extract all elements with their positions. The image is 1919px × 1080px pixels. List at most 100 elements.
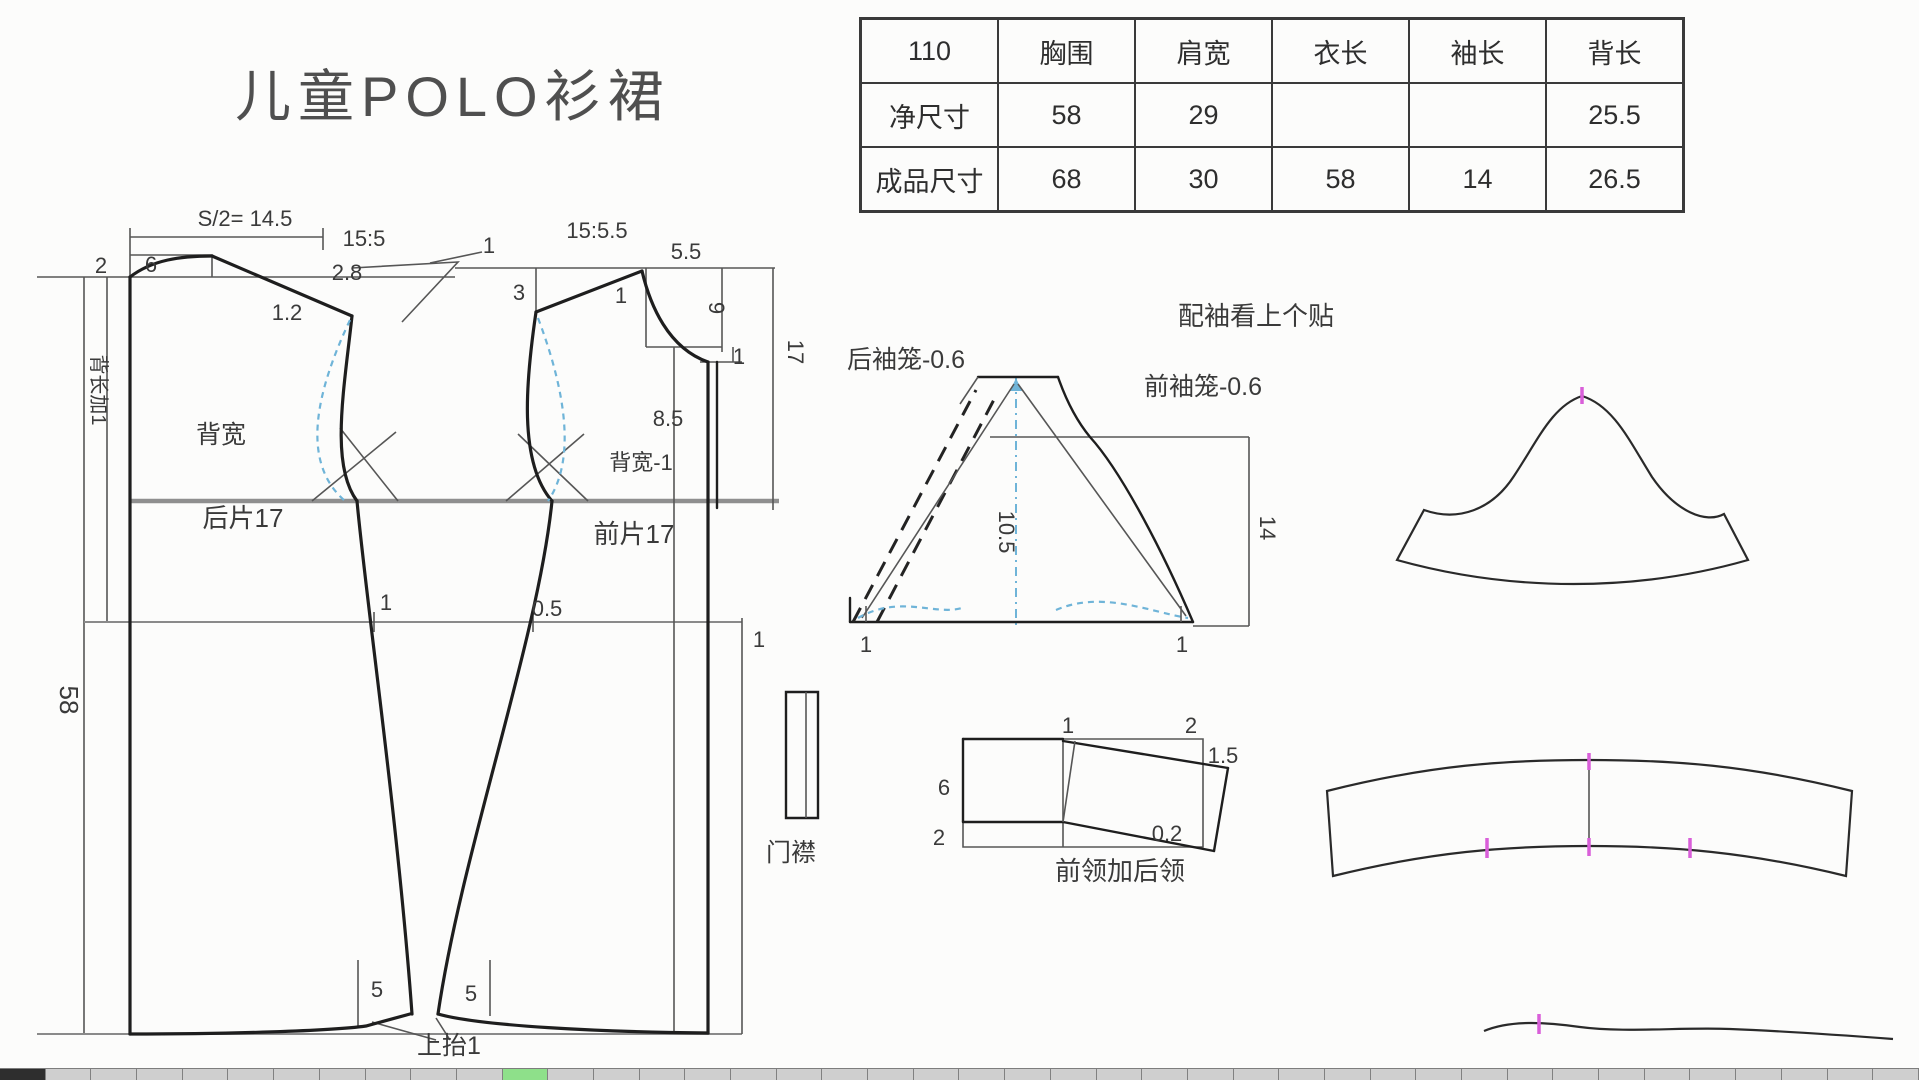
taskbar-cell[interactable] [1781, 1069, 1828, 1080]
taskbar-active-cell[interactable] [502, 1069, 549, 1080]
taskbar-cell[interactable] [411, 1069, 457, 1080]
dim-sleeve-one-right: 1 [1176, 632, 1188, 657]
label-front-width: 背宽-1 [609, 450, 673, 475]
label-back-armhole: 后袖笼-0.6 [847, 346, 965, 374]
dim-s-half: S/2= 14.5 [198, 206, 293, 231]
taskbar-cell[interactable] [1324, 1069, 1371, 1080]
size-table-row-finished: 成品尺寸 68 30 58 14 26.5 [859, 146, 1685, 213]
taskbar-cell[interactable] [1370, 1069, 1417, 1080]
taskbar-cell[interactable] [228, 1069, 275, 1080]
label-front-armhole: 前袖笼-0.6 [1144, 373, 1262, 401]
front-armhole-curve [525, 310, 554, 503]
size-table-cell: 30 [1134, 146, 1273, 213]
size-table-cell: 26.5 [1545, 146, 1685, 213]
taskbar-cell[interactable] [685, 1069, 731, 1080]
taskbar-cell[interactable] [548, 1069, 594, 1080]
sleeve-center-arrow [1010, 378, 1022, 391]
size-table-row-label: 成品尺寸 [859, 146, 999, 213]
dim-one-point-two: 1.2 [272, 300, 303, 325]
taskbar-cell[interactable] [1873, 1069, 1919, 1080]
taskbar-cell[interactable] [731, 1069, 777, 1080]
taskbar-cell[interactable] [1690, 1069, 1737, 1080]
taskbar-cell[interactable] [868, 1069, 914, 1080]
taskbar-cell[interactable] [1553, 1069, 1600, 1080]
taskbar-cell[interactable] [1279, 1069, 1325, 1080]
taskbar-cell[interactable] [639, 1069, 686, 1080]
dim-collar-one: 1 [1062, 713, 1074, 738]
dim-ratio-front: 15:5.5 [566, 218, 627, 243]
collar-draft [961, 737, 1230, 853]
size-table-header-cell: 胸围 [997, 17, 1136, 84]
taskbar-cell[interactable] [1142, 1069, 1188, 1080]
armhole-cross-line [505, 433, 585, 502]
taskbar-cell[interactable] [593, 1069, 640, 1080]
taskbar-cell[interactable] [1005, 1069, 1051, 1080]
armhole-cross-line [339, 427, 399, 502]
dim-two-left: 2 [95, 253, 107, 278]
dim-fifty-eight: 58 [54, 686, 84, 715]
taskbar-cell[interactable] [45, 1069, 92, 1080]
dim-one-top: 1 [483, 233, 495, 258]
taskbar-cell[interactable] [1736, 1069, 1782, 1080]
collar-bottom-slant [1061, 820, 1216, 853]
taskbar-cell[interactable] [959, 1069, 1006, 1080]
size-table-cell: 58 [1271, 146, 1410, 213]
taskbar-cell[interactable] [776, 1069, 823, 1080]
collar-labels: 1 2 1.5 6 2 0.2 前领加后领 [933, 713, 1238, 886]
taskbar-cell[interactable] [1599, 1069, 1645, 1080]
size-table-cell: 58 [997, 82, 1136, 148]
taskbar-cell[interactable] [1187, 1069, 1234, 1080]
taskbar-cell[interactable] [913, 1069, 960, 1080]
taskbar-cell[interactable] [274, 1069, 320, 1080]
taskbar-cell[interactable] [1096, 1069, 1143, 1080]
dim-five-left: 5 [371, 977, 383, 1002]
dim-six-neck: 6 [145, 252, 157, 277]
taskbar[interactable] [0, 1068, 1919, 1080]
back-armhole-curve [339, 314, 359, 503]
bottom-piece-wavy-line [1483, 1021, 1894, 1041]
size-table-header-cell: 袖长 [1408, 17, 1547, 84]
taskbar-cell[interactable] [1827, 1069, 1874, 1080]
taskbar-cell[interactable] [1507, 1069, 1554, 1080]
taskbar-cell[interactable] [1416, 1069, 1462, 1080]
dim-one-neck: 1 [733, 344, 745, 369]
sleeve-hem-guide-curve [1055, 600, 1189, 620]
collar-top-slant [1061, 739, 1230, 770]
label-placket: 门襟 [766, 839, 816, 867]
taskbar-cell[interactable] [365, 1069, 412, 1080]
hem-raise-arrow [435, 1017, 451, 1041]
taskbar-cell[interactable] [1462, 1069, 1508, 1080]
sleeve-bias-dashed-line [851, 389, 978, 623]
back-side-seam [355, 499, 414, 1016]
taskbar-cell[interactable] [182, 1069, 229, 1080]
taskbar-cell[interactable] [1050, 1069, 1097, 1080]
dim-sleeve-one-left: 1 [860, 632, 872, 657]
taskbar-cell[interactable] [319, 1069, 366, 1080]
taskbar-cell[interactable] [0, 1069, 46, 1080]
dim-collar-one-point-five: 1.5 [1208, 743, 1239, 768]
taskbar-cell[interactable] [1644, 1069, 1691, 1080]
front-shoulder-line [534, 269, 644, 314]
size-table-cell: 25.5 [1545, 82, 1685, 148]
taskbar-cell[interactable] [456, 1069, 503, 1080]
dim-shoulder-drop: 2.8 [332, 260, 363, 285]
finished-collar-piece [1325, 753, 1854, 878]
finished-sleeve-outline [1395, 394, 1750, 586]
hem-raise-arrow [371, 1021, 437, 1041]
dim-seventeen: 17 [783, 340, 808, 364]
size-table-cell: 29 [1134, 82, 1273, 148]
front-hem-curve [436, 1012, 710, 1035]
size-table-header-cell: 衣长 [1271, 17, 1410, 84]
sleeve-cap-right-curve [1056, 375, 1195, 624]
taskbar-cell[interactable] [137, 1069, 183, 1080]
dim-nine: 9 [704, 302, 729, 314]
taskbar-cell[interactable] [822, 1069, 869, 1080]
dim-neck-front-width: 5.5 [671, 239, 702, 264]
label-hem-raise: 上抬1 [417, 1032, 481, 1060]
taskbar-cell[interactable] [1233, 1069, 1280, 1080]
sleeve-labels: 后袖笼-0.6 配袖看上个贴 前袖笼-0.6 10.5 14 1 1 [847, 301, 1334, 657]
shoulder-slope-triangle [351, 261, 460, 323]
collar-inner-slant [1062, 740, 1076, 823]
taskbar-cell[interactable] [91, 1069, 138, 1080]
